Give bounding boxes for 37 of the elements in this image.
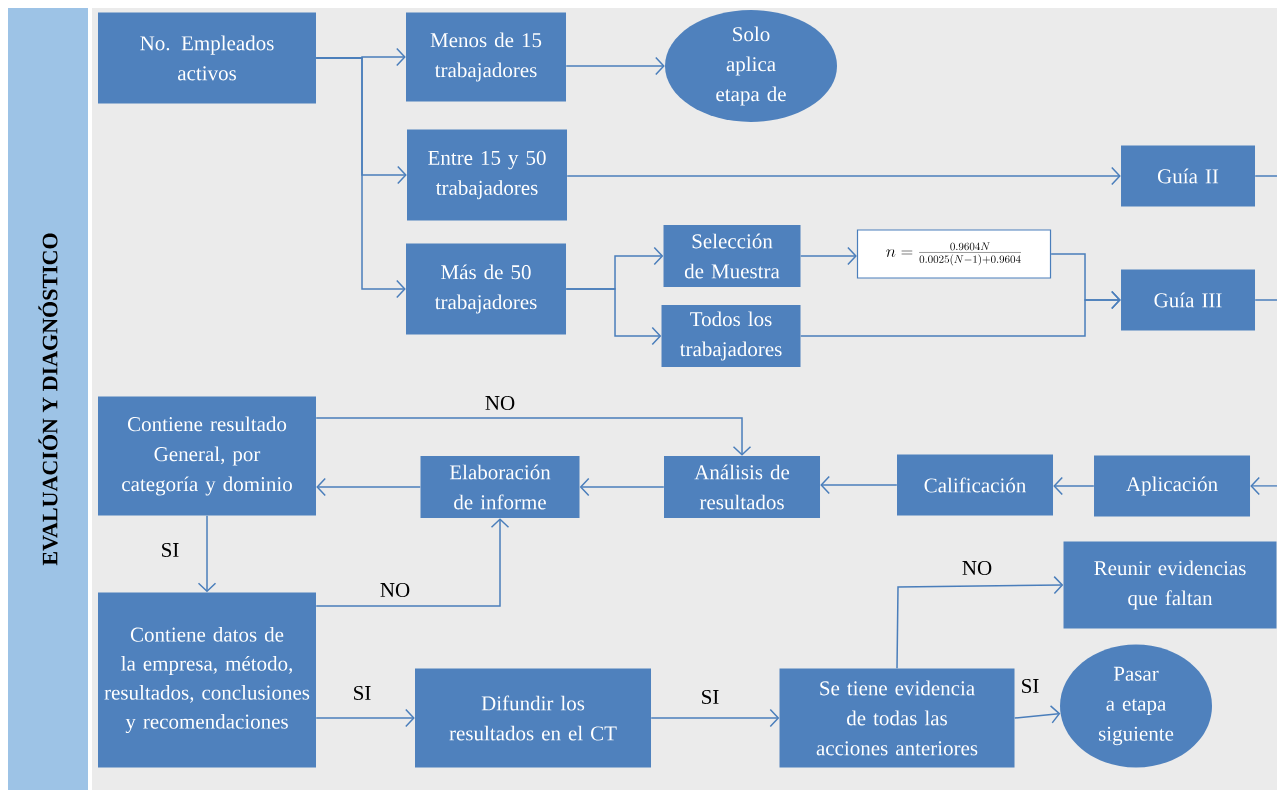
process-box: Todos los trabajadores <box>661 305 801 367</box>
arrow <box>316 477 422 497</box>
process-box: Selección de Muestra <box>663 225 801 287</box>
arrow <box>820 475 898 495</box>
process-box: Calificación <box>897 454 1053 516</box>
process-box: Contiene resultado General, por categoría y dominio <box>98 396 316 516</box>
process-box: Análisis de resultados <box>664 456 820 518</box>
arrow <box>1053 476 1095 496</box>
arrow <box>315 417 752 456</box>
arrow <box>1013 705 1061 724</box>
process-box: Aplicación <box>1094 455 1250 517</box>
process-box: Más de 50 trabajadores <box>406 243 566 335</box>
side-band: EVALUACIÓN Y DIAGNÓSTICO <box>8 8 88 790</box>
arrow <box>566 166 1121 186</box>
arrow <box>799 246 857 266</box>
formula-box: $n = \frac{0.9604N}{0.0025(N-1)+0.9604}$ <box>856 229 1052 279</box>
arrow <box>650 708 780 728</box>
arrow <box>315 518 510 607</box>
process-box: No. Empleados activos <box>98 12 316 104</box>
arrow <box>197 514 217 593</box>
process-box: Elaboración de informe <box>420 456 580 518</box>
process-box: Guía III <box>1121 269 1255 331</box>
arrow <box>579 477 665 497</box>
process-box: Menos de 15 trabajadores <box>406 12 566 102</box>
arrow <box>315 57 406 299</box>
arrow <box>1250 476 1277 496</box>
process-box: Difundir los resultados en el CT <box>415 668 651 768</box>
process-box: Se tiene evidencia de todas las acciones anteriores <box>779 668 1015 768</box>
arrow <box>799 290 1121 337</box>
process-box: Contiene datos de la empresa, método, resultados, conclusiones y recomendaciones <box>98 592 316 768</box>
process-box: Entre 15 y 50 trabajadores <box>407 129 567 221</box>
arrow <box>896 575 1064 670</box>
arrow <box>565 56 665 76</box>
process-box: Reunir evidencias que faltan <box>1063 541 1277 629</box>
process-box: Guía II <box>1121 145 1255 207</box>
arrow <box>315 708 415 728</box>
arrow <box>565 288 662 346</box>
